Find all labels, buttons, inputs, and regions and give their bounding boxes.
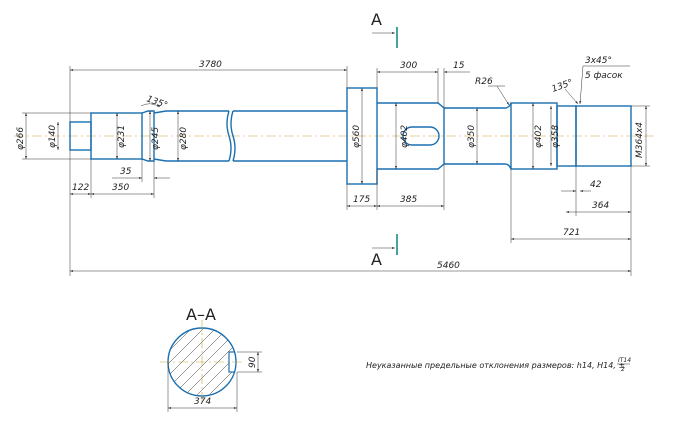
- dim-chamfer-note: 5 фасок: [585, 71, 623, 81]
- dim-721: 721: [563, 228, 580, 238]
- svg-text:A: A: [371, 10, 382, 29]
- dim-section-374: 374: [194, 397, 211, 407]
- dim-d350: φ350: [467, 125, 477, 148]
- dim-d402-a: φ402: [400, 125, 410, 148]
- dim-angle-135-right: 135°: [551, 78, 575, 95]
- dim-300: 300: [400, 61, 417, 71]
- dim-5460: 5460: [437, 261, 460, 271]
- section-view: A–A 90: [160, 305, 262, 412]
- dim-350: 350: [112, 183, 129, 193]
- dim-d140: φ140: [48, 125, 58, 148]
- dim-angle-135-left: 135°: [145, 94, 169, 111]
- note-fraction-numerator: IT14: [618, 357, 631, 364]
- dim-3780: 3780: [199, 60, 222, 70]
- tolerance-note: Неуказанные предельные отклонения размер…: [366, 357, 631, 373]
- section-hatch: [168, 328, 236, 396]
- dim-chamfer: 3x45°: [585, 56, 612, 66]
- diameter-dimensions: φ266 φ140 φ231 φ245 φ280 φ560 φ402 φ350 …: [16, 88, 650, 184]
- dim-175: 175: [353, 195, 370, 205]
- section-marker-bottom: A: [371, 234, 398, 269]
- dim-d280: φ280: [179, 127, 189, 150]
- dim-385: 385: [400, 195, 417, 205]
- dim-r26: R26: [475, 77, 493, 87]
- dim-d245: φ245: [151, 127, 161, 150]
- dim-122: 122: [72, 183, 89, 193]
- svg-text:A: A: [371, 250, 382, 269]
- dim-15: 15: [453, 61, 465, 71]
- dim-d560: φ560: [352, 125, 362, 148]
- dim-35: 35: [120, 167, 132, 177]
- section-title: A–A: [186, 305, 216, 324]
- dim-d266: φ266: [16, 127, 26, 150]
- dim-d402-b: φ402: [534, 125, 544, 148]
- note-fraction-denominator: 2: [621, 366, 625, 373]
- note-text: Неуказанные предельные отклонения размер…: [366, 361, 625, 370]
- section-marker-top: A: [371, 10, 398, 48]
- dim-d358: φ358: [551, 125, 561, 148]
- horizontal-dimensions: 3780 5460 122 350 35 135° 175 385: [69, 56, 632, 276]
- dim-key-90: 90: [248, 356, 258, 368]
- dim-42: 42: [590, 180, 602, 190]
- dim-d231: φ231: [117, 125, 127, 148]
- dim-thread: M364x4: [635, 122, 645, 158]
- dim-364: 364: [592, 201, 609, 211]
